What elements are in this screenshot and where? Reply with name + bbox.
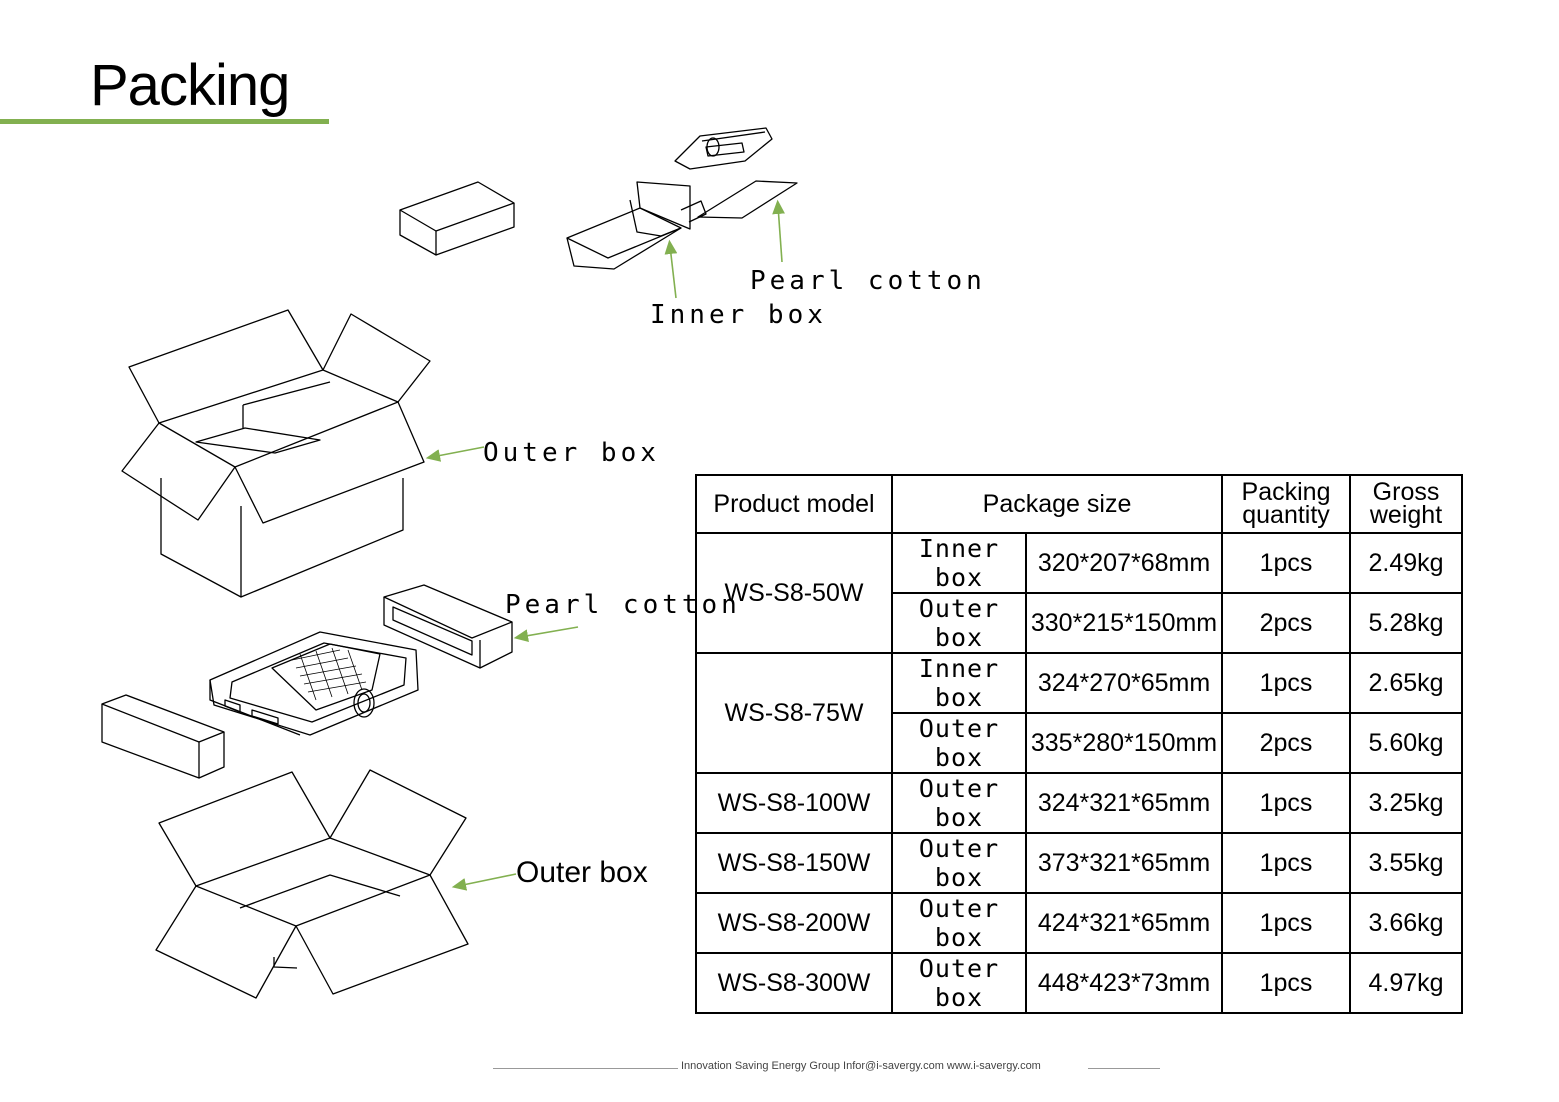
weight-cell: 5.28kg — [1349, 592, 1464, 654]
label-outer-box-bottom: Outer box — [516, 856, 648, 889]
weight-cell: 3.25kg — [1349, 772, 1464, 834]
label-inner-box: Inner box — [650, 300, 827, 330]
table-row: WS-S8-100W Outer box 324*321*65mm 1pcs 3… — [695, 772, 1464, 834]
pack-cell: Inner box — [891, 532, 1027, 594]
pearl-cotton-block-left — [101, 694, 225, 779]
pack-cell: Outer box — [891, 832, 1027, 894]
size-cell: 424*321*65mm — [1024, 892, 1224, 954]
floodlight-drawing — [209, 631, 419, 736]
pack-cell: Outer box — [891, 952, 1027, 1014]
size-cell: 320*207*68mm — [1024, 532, 1224, 594]
weight-cell: 4.97kg — [1349, 952, 1464, 1014]
weight-cell: 5.60kg — [1349, 712, 1464, 774]
table-row: WS-S8-75W Inner box 324*270*65mm 1pcs 2.… — [695, 652, 1464, 774]
page-title: Packing — [90, 53, 290, 118]
size-cell: 448*423*73mm — [1024, 952, 1224, 1014]
title-underline — [0, 119, 329, 124]
pack-cell: Inner box — [891, 652, 1027, 714]
table-row: Outer box 335*280*150mm 2pcs 5.60kg — [696, 712, 1464, 774]
inner-box-drawing — [566, 127, 798, 270]
model-cell: WS-S8-75W — [695, 652, 893, 774]
qty-cell: 2pcs — [1221, 712, 1352, 774]
size-cell: 330*215*150mm — [1024, 592, 1224, 654]
size-cell: 324*270*65mm — [1024, 652, 1224, 714]
qty-cell: 2pcs — [1221, 592, 1352, 654]
table-row: Outer box 330*215*150mm 2pcs 5.28kg — [696, 592, 1464, 654]
model-cell: WS-S8-200W — [695, 892, 893, 954]
qty-cell: 1pcs — [1221, 652, 1352, 714]
qty-cell: 1pcs — [1221, 952, 1352, 1014]
pack-cell: Outer box — [891, 712, 1027, 774]
model-cell: WS-S8-50W — [695, 532, 893, 654]
outer-box-bottom-drawing — [155, 769, 469, 999]
pack-cell: Outer box — [891, 592, 1027, 654]
pearl-cotton-frame-drawing — [383, 584, 513, 669]
outer-box-open-drawing — [121, 309, 431, 598]
weight-cell: 3.66kg — [1349, 892, 1464, 954]
header-size: Package size — [890, 474, 1224, 534]
model-cell: WS-S8-300W — [695, 952, 893, 1014]
qty-cell: 1pcs — [1221, 772, 1352, 834]
qty-cell: 1pcs — [1221, 892, 1352, 954]
size-cell: 324*321*65mm — [1024, 772, 1224, 834]
table-row: WS-S8-300W Outer box 448*423*73mm 1pcs 4… — [695, 952, 1464, 1014]
table-row: WS-S8-200W Outer box 424*321*65mm 1pcs 3… — [695, 892, 1464, 954]
label-outer-box-top: Outer box — [483, 438, 660, 468]
footer-rule-right — [1088, 1068, 1160, 1069]
table-row: WS-S8-50W Inner box 320*207*68mm 1pcs 2.… — [695, 532, 1464, 654]
label-pearl-cotton-top: Pearl cotton — [750, 266, 986, 296]
header-model: Product model — [695, 474, 893, 534]
model-cell: WS-S8-150W — [695, 832, 893, 894]
qty-cell: 1pcs — [1221, 832, 1352, 894]
pack-cell: Outer box — [891, 892, 1027, 954]
table-row: WS-S8-150W Outer box 373*321*65mm 1pcs 3… — [695, 832, 1464, 894]
size-cell: 373*321*65mm — [1024, 832, 1224, 894]
page-footer: Innovation Saving Energy Group Infor@i-s… — [0, 1060, 1559, 1080]
weight-cell: 3.55kg — [1349, 832, 1464, 894]
weight-cell: 2.65kg — [1349, 652, 1464, 714]
footer-rule-left — [493, 1068, 678, 1069]
model-cell: WS-S8-100W — [695, 772, 893, 834]
size-cell: 335*280*150mm — [1024, 712, 1224, 774]
pearl-cotton-block-top — [399, 181, 515, 256]
weight-cell: 2.49kg — [1349, 532, 1464, 594]
pack-cell: Outer box — [891, 772, 1027, 834]
footer-text: Innovation Saving Energy Group Infor@i-s… — [681, 1060, 1041, 1072]
qty-cell: 1pcs — [1221, 532, 1352, 594]
